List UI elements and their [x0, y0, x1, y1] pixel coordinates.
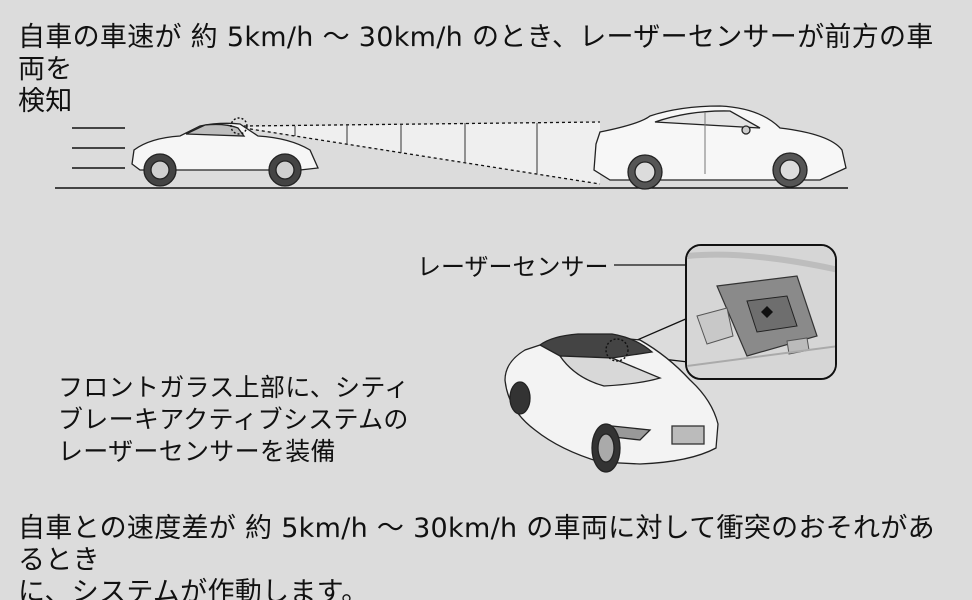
sensor-closeup-drawing [687, 246, 835, 378]
ego-car-front [504, 333, 719, 473]
footer-line-1: 自車との速度差が 約 5km/h ～ 30km/h の車両に対して衝突のおそれが… [18, 513, 935, 576]
laser-sensor-label: レーザーセンサー [417, 253, 609, 281]
sensor-closeup-inset [685, 244, 837, 380]
laser-beam [240, 121, 601, 185]
sensor-caption: フロントガラス上部に、シティ ブレーキアクティブシステムの レーザーセンサーを装… [58, 372, 438, 468]
ego-car-side [131, 117, 319, 187]
speed-lines [72, 127, 125, 169]
target-car-side [593, 105, 847, 190]
caption-line-1: フロントガラス上部に、シティ [58, 373, 410, 402]
intro-line-1: 自車の車速が 約 5km/h ～ 30km/h のとき、レーザーセンサーが前方の… [18, 22, 934, 85]
intro-text: 自車の車速が 約 5km/h ～ 30km/h のとき、レーザーセンサーが前方の… [18, 22, 948, 118]
footer-line-2: に、システムが作動します。 [18, 577, 369, 600]
intro-line-2: 検知 [18, 86, 73, 117]
caption-line-3: レーザーセンサーを装備 [58, 437, 336, 466]
footer-text: 自車との速度差が 約 5km/h ～ 30km/h の車両に対して衝突のおそれが… [18, 513, 958, 600]
caption-line-2: ブレーキアクティブシステムの [58, 405, 409, 434]
